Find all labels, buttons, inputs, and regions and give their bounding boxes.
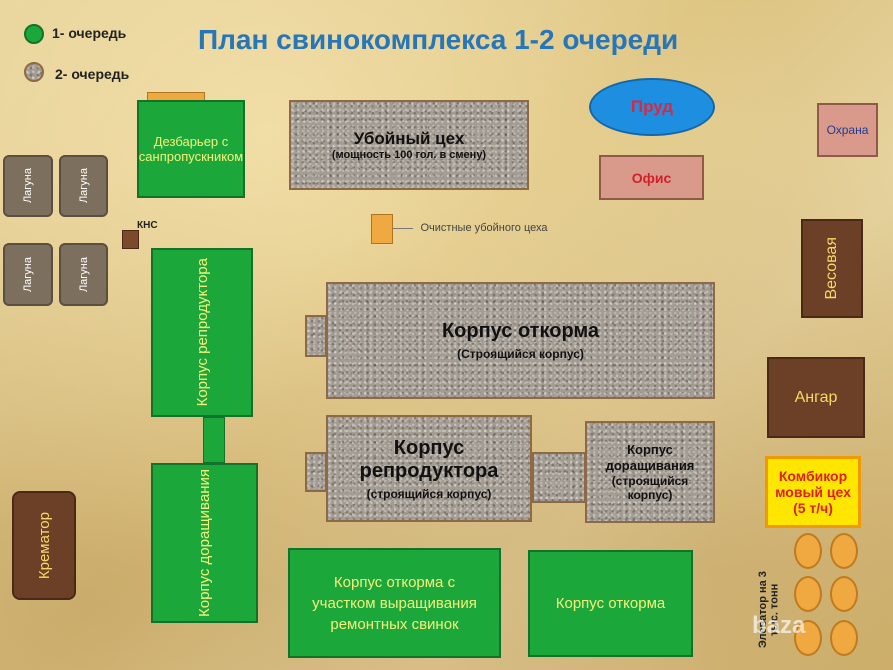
treatment-connector <box>393 228 413 229</box>
fattening-replacement-building[interactable]: Корпус откорма с участком выращивания ре… <box>288 548 501 658</box>
fattening-q2-title: Корпус откорма <box>441 320 600 342</box>
elevator-silo <box>794 620 822 656</box>
hangar[interactable]: Ангар <box>767 357 865 438</box>
fattening-building-q2-annex <box>305 315 327 357</box>
elevator-silo <box>830 576 858 612</box>
watermark: b⁠aza <box>752 612 806 639</box>
kns-label: КНС <box>137 220 158 231</box>
slaughter-title: Убойный цех <box>353 129 465 148</box>
disinfection-barrier[interactable]: Дезбарьер с санпропускником <box>137 100 245 198</box>
reproductor-q2-subtitle: (строящийся корпус) <box>366 486 492 501</box>
lagoon-3-label: Лагуна <box>22 256 34 293</box>
feed-mill-label: Комбикор мовый цех (5 т/ч) <box>775 467 851 517</box>
lagoon-4[interactable]: Лагуна <box>59 243 108 306</box>
office-label: Офис <box>631 169 672 186</box>
fattening-building-q1[interactable]: Корпус откорма <box>528 550 693 657</box>
disinfection-label: Дезбарьер с санпропускником <box>138 134 244 164</box>
rearing-q2-subtitle: (строящийся корпус) <box>611 473 689 502</box>
treatment-label: Очистные убойного цеха <box>420 222 548 234</box>
reproductor-q1-label: Корпус репродуктора <box>193 258 211 407</box>
office[interactable]: Офис <box>599 155 704 200</box>
slaughter-subtitle: (мощность 100 гол. в смену) <box>331 149 487 161</box>
lagoon-1-label: Лагуна <box>22 168 34 204</box>
guard-post[interactable]: Охрана <box>817 103 878 157</box>
legend-q1-label: 1- очередь <box>52 25 127 41</box>
q2-gallery-connector <box>532 452 586 503</box>
legend-q2-label: 2- очередь <box>55 66 130 82</box>
lagoon-2-label: Лагуна <box>77 168 90 204</box>
crematorium[interactable]: Крематор <box>12 491 76 600</box>
q1-gallery-connector <box>203 417 225 463</box>
weighbridge-label: Весовая <box>823 237 840 300</box>
elevator-silo <box>794 533 822 569</box>
elevator-silo <box>830 620 858 656</box>
pond[interactable]: Пруд <box>589 78 715 136</box>
slaughter-house[interactable]: Убойный цех (мощность 100 гол. в смену) <box>289 100 529 190</box>
feed-mill[interactable]: Комбикор мовый цех (5 т/ч) <box>765 456 861 528</box>
lagoon-3[interactable]: Лагуна <box>3 243 53 306</box>
reproductor-building-q1[interactable]: Корпус репродуктора <box>151 248 253 417</box>
lagoon-1[interactable]: Лагуна <box>3 155 53 217</box>
lagoon-2[interactable]: Лагуна <box>59 155 108 217</box>
elevator-silo <box>794 576 822 612</box>
rearing-q1-label: Корпус доращивания <box>196 469 213 617</box>
fattening-building-q2[interactable]: Корпус откорма (Строящийся корпус) <box>326 282 715 399</box>
reproductor-building-q2[interactable]: Корпус репродуктора (строящийся корпус) <box>326 415 532 522</box>
pond-label: Пруд <box>630 97 674 116</box>
fattening-replacement-label: Корпус откорма с участком выращивания ре… <box>312 573 477 633</box>
kns-pump-station[interactable] <box>122 230 139 249</box>
rearing-building-q1[interactable]: Корпус доращивания <box>151 463 258 623</box>
legend-q2-swatch <box>24 62 44 82</box>
lagoon-4-label: Лагуна <box>77 256 90 293</box>
elevator-label: Элеватор на 3 тыс. тонн <box>757 571 781 649</box>
guard-label: Охрана <box>826 123 869 137</box>
treatment-facility[interactable] <box>371 214 393 244</box>
hangar-label: Ангар <box>794 388 838 406</box>
elevator-silo <box>830 533 858 569</box>
plan-title: План свинокомплекса 1-2 очереди <box>198 24 679 55</box>
weighbridge[interactable]: Весовая <box>801 219 863 318</box>
fattening-q2-subtitle: (Строящийся корпус) <box>457 347 584 361</box>
rearing-q2-title: Корпус доращивания <box>605 442 695 473</box>
reproductor-q2-title: Корпус репродуктора <box>359 436 499 482</box>
crematorium-label: Крематор <box>35 511 53 580</box>
fattening-q1-label: Корпус откорма <box>555 595 666 612</box>
elevator-label-wrap: Элеватор на 3 тыс. тонн <box>748 560 792 660</box>
legend-q1-swatch <box>24 24 44 44</box>
reproductor-building-q2-annex <box>305 452 327 492</box>
rearing-building-q2[interactable]: Корпус доращивания (строящийся корпус) <box>585 421 715 523</box>
